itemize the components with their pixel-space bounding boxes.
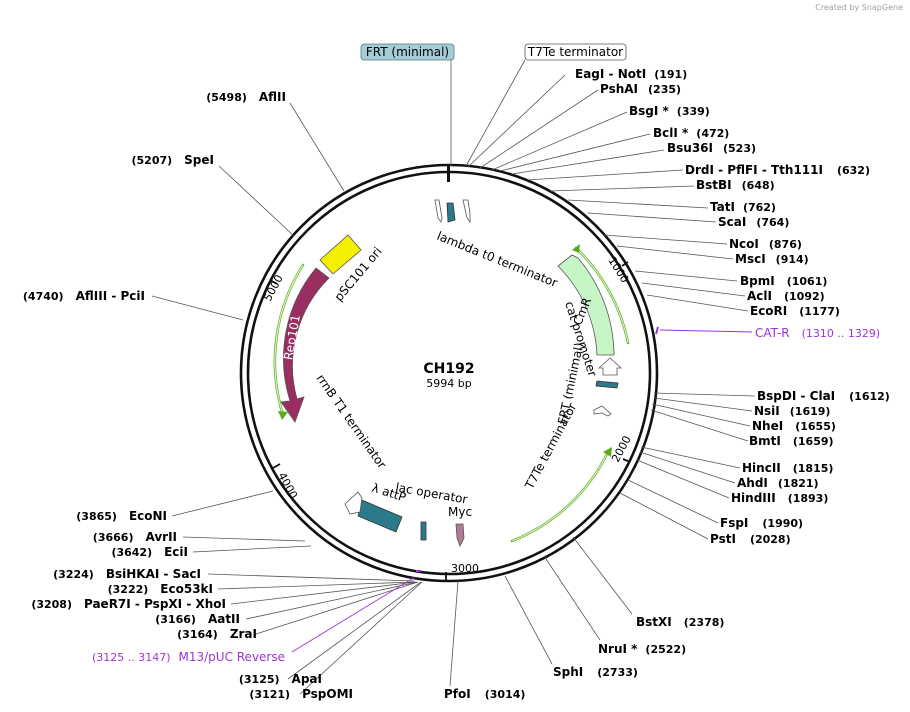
enzyme-avrii: (3666)AvrII	[93, 530, 177, 544]
enzyme-nhei: NheI(1655)	[752, 419, 836, 433]
enzyme-msci: MscI(914)	[735, 252, 809, 266]
enzyme-aatii: (3166)AatII	[155, 612, 240, 626]
enzyme-bstxi: BstXI(2378)	[636, 615, 724, 629]
plasmid-name: CH192	[423, 361, 474, 377]
enzyme-drdi-pflfi-tth111i: DrdI - PflFI - Tth111I(632)	[685, 163, 870, 177]
snapgene-credit: Created by SnapGene	[815, 3, 903, 12]
svg-text:CAT-R(1310 .. 1329): CAT-R(1310 .. 1329)	[755, 326, 880, 340]
frt-box-label: FRT (minimal)	[360, 43, 455, 166]
primer-cat-r: CAT-R(1310 .. 1329)	[655, 326, 880, 340]
enzyme-aflii: (5498)AflII	[206, 90, 286, 104]
enzyme-spei: (5207)SpeI	[131, 153, 214, 167]
svg-text:Rep101: Rep101	[281, 314, 303, 361]
enzyme-nsii: NsiI(1619)	[754, 404, 830, 418]
tick-4000: 4000	[275, 470, 300, 501]
svg-text:Myc: Myc	[448, 505, 472, 519]
tick-1000: 1000	[605, 255, 631, 286]
orf-arrow-2000	[603, 447, 612, 457]
feature-psc101-ori: pSC101 ori	[319, 234, 385, 304]
enzyme-hincii: HincII(1815)	[742, 461, 833, 475]
orf-arrow-rep	[278, 411, 288, 420]
enzyme-bpmi: BpmI(1061)	[740, 274, 827, 288]
enzyme-ahdi: AhdI(1821)	[737, 476, 819, 490]
enzyme-bspdi-clai: BspDI - ClaI(1612)	[757, 389, 890, 403]
enzyme-paer7i-pspxi-xhoi: (3208)PaeR7I - PspXI - XhoI	[31, 597, 226, 611]
enzyme-nrui: NruI *(2522)	[598, 642, 686, 656]
svg-text:(3125 .. 3147)M13/pUC Reverse: (3125 .. 3147)M13/pUC Reverse	[92, 650, 285, 664]
enzyme-hindiii: HindIII(1893)	[731, 491, 828, 505]
enzyme-pspomi: (3121)PspOMI	[249, 687, 353, 701]
enzyme-tati: TatI(762)	[710, 200, 776, 214]
feature-rrnb-label: rrnB T1 terminator	[314, 372, 390, 472]
enzyme-pfoi: PfoI(3014)	[444, 687, 525, 701]
feature-lambda-t0-label: lambda t0 terminator	[435, 229, 560, 290]
svg-text:T7Te terminator: T7Te terminator	[527, 45, 623, 59]
origin-marker	[447, 166, 450, 182]
orf-arc-2000	[510, 450, 610, 543]
svg-text:FRT (minimal): FRT (minimal)	[366, 45, 449, 59]
svg-text:T7Te terminator: T7Te terminator	[522, 401, 580, 493]
enzyme-eco53ki: (3222)Eco53kI	[108, 582, 213, 596]
t7te-box-label: T7Te terminator	[465, 43, 627, 167]
enzyme-bsgi: BsgI *(339)	[629, 104, 710, 118]
enzyme-acli: AclI(1092)	[747, 289, 825, 303]
feature-myc: Myc	[448, 505, 472, 547]
enzyme-labels: EagI - NotI(191) PshAI(235) BsgI *(339) …	[23, 67, 890, 701]
enzyme-sphi: SphI(2733)	[553, 665, 638, 679]
enzyme-bcli: BclI *(472)	[653, 126, 729, 140]
enzyme-pshai: PshAI(235)	[600, 82, 681, 96]
enzyme-econi: (3865)EcoNI	[76, 509, 167, 523]
enzyme-bmti: BmtI(1659)	[749, 434, 834, 448]
orf-arrow-cmr	[572, 244, 580, 253]
enzyme-zrai: (3164)ZraI	[177, 627, 257, 641]
enzyme-bstbi: BstBI(648)	[696, 178, 775, 192]
orf-arc-highlights	[274, 247, 629, 542]
feature-t7te-right: T7Te terminator	[522, 401, 612, 493]
plasmid-size: 5994 bp	[426, 377, 471, 390]
feature-attp: λ attP	[344, 481, 408, 533]
enzyme-apai: (3125)ApaI	[239, 672, 322, 686]
enzyme-afliii-pcii: (4740)AflIII - PciI	[23, 289, 145, 303]
enzyme-bsu36i: Bsu36I(523)	[667, 141, 756, 155]
feature-top-cluster: lambda t0 terminator	[434, 199, 560, 290]
enzyme-ecii: (3642)EciI	[111, 545, 188, 559]
tick-3000: 3000	[451, 562, 479, 575]
enzyme-eagi-noti: EagI - NotI(191)	[575, 67, 687, 81]
primer-m13-puc-reverse: (3125 .. 3147)M13/pUC Reverse	[92, 570, 421, 664]
enzyme-ecori: EcoRI(1177)	[750, 304, 840, 318]
enzyme-ncoi: NcoI(876)	[729, 237, 802, 251]
enzyme-leader-lines	[151, 74, 756, 695]
enzyme-fspi: FspI(1990)	[720, 516, 803, 530]
enzyme-psti: PstI(2028)	[710, 532, 791, 546]
enzyme-scai: ScaI(764)	[718, 215, 789, 229]
enzyme-bsihkai-saci: (3224)BsiHKAI - SacI	[53, 567, 201, 581]
